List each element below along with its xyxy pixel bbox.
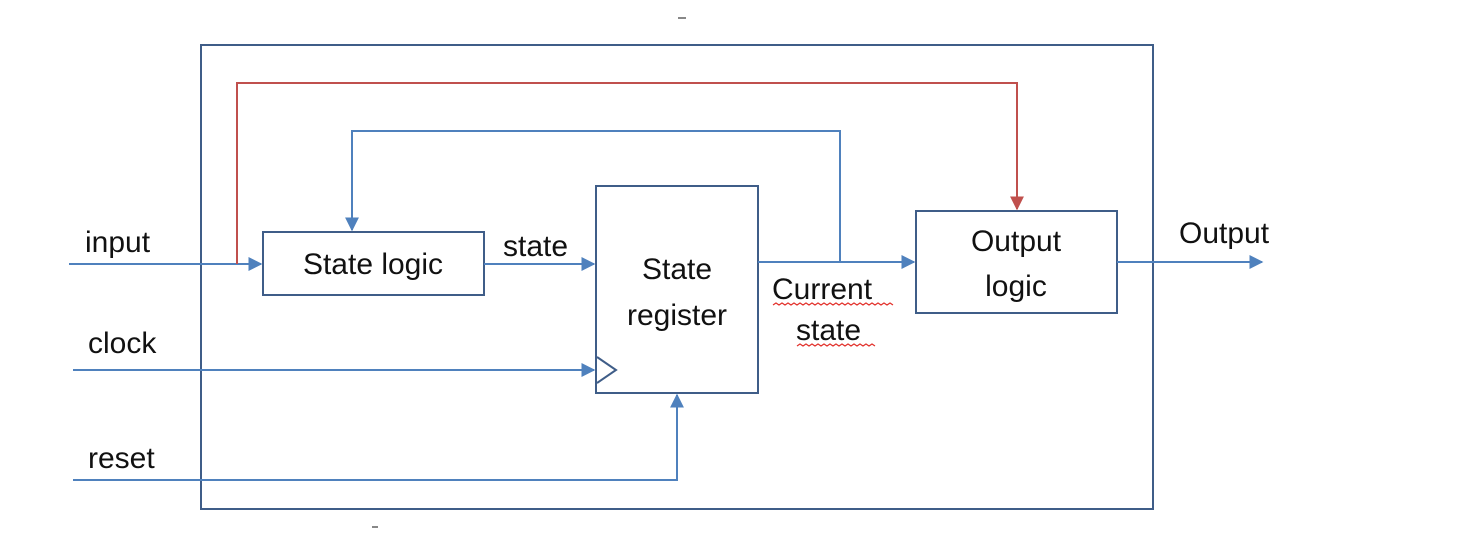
output-logic-box [915,210,1118,314]
spellcheck-underline-state [796,343,876,347]
output-logic-block: Output logic [915,210,1118,314]
state-register-block: State register [595,185,759,394]
state-logic-block: State logic [262,231,485,296]
output-label: Output [1179,217,1270,250]
state-logic-label: State logic [303,248,443,281]
input-label: input [85,226,151,259]
output-logic-label-line2: logic [985,270,1047,303]
current-state-label-line1: Current [772,273,873,306]
input-bypass-wire [236,82,1024,264]
feedback-wire [345,130,841,262]
spellcheck-underline-current [772,302,894,306]
reset-label: reset [88,442,155,475]
clock-label: clock [88,327,157,360]
reset-wire [73,393,684,481]
output-logic-label-line1: Output [971,225,1062,258]
state-register-label-line1: State [642,253,712,286]
current-state-label-line2: state [796,314,861,347]
state-signal-label: state [503,230,568,263]
state-register-label-line2: register [627,299,727,332]
system-frame [200,44,1154,510]
state-register-box [595,185,759,394]
state-logic-box [262,231,485,296]
clock-edge-triangle-icon [596,356,618,384]
